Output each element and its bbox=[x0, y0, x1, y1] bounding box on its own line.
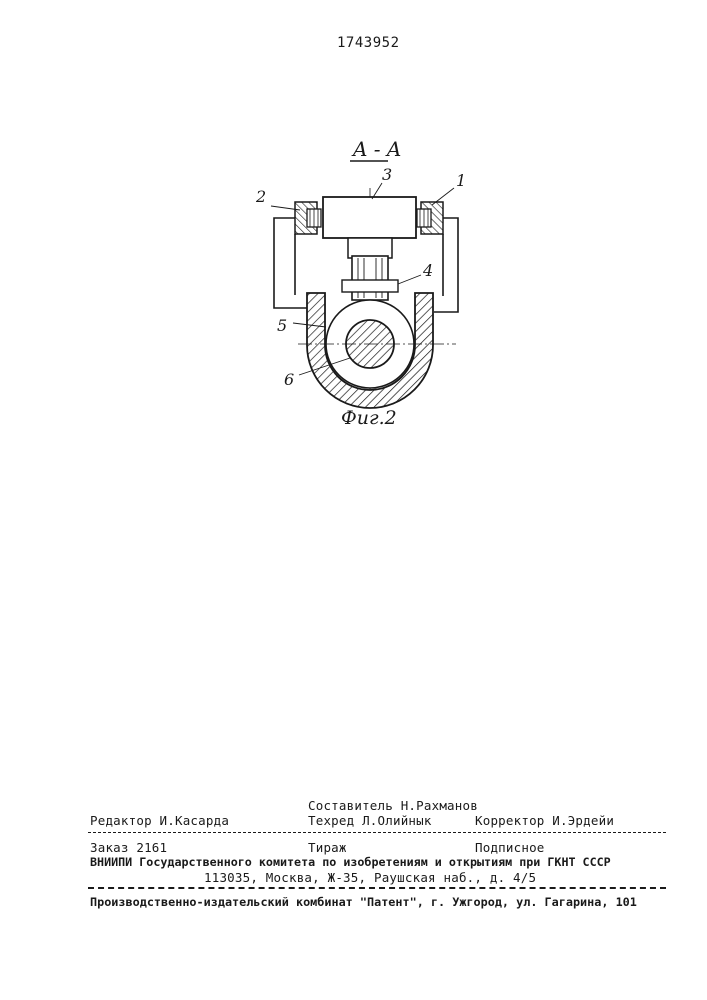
divider-2 bbox=[88, 887, 666, 889]
order-number: Заказ 2161 bbox=[90, 840, 167, 855]
compiler: Составитель Н.Рахманов bbox=[308, 798, 478, 813]
stem bbox=[348, 238, 392, 258]
callout-2: 2 bbox=[255, 187, 266, 206]
address-line: 113035, Москва, Ж-35, Раушская наб., д. … bbox=[204, 870, 536, 885]
section-label: A - A bbox=[351, 137, 401, 161]
callout-4: 4 bbox=[422, 261, 433, 280]
vniipi-line: ВНИИПИ Государственного комитета по изоб… bbox=[90, 855, 611, 869]
divider-1 bbox=[88, 832, 666, 833]
callout-1: 1 bbox=[456, 171, 466, 190]
editor: Редактор И.Касарда bbox=[90, 813, 229, 828]
subscription: Подписное bbox=[475, 840, 545, 855]
callout-3: 3 bbox=[382, 165, 392, 184]
callout-5: 5 bbox=[277, 316, 287, 335]
publisher-line: Производственно-издательский комбинат "П… bbox=[90, 895, 637, 909]
techred: Техред Л.Олийнык bbox=[308, 813, 432, 828]
ribbed-part-4 bbox=[352, 256, 388, 300]
corrector: Корректор И.Эрдейи bbox=[475, 813, 614, 828]
callout-6: 6 bbox=[284, 370, 294, 389]
pin bbox=[342, 280, 398, 292]
print-run: Тираж bbox=[308, 840, 347, 855]
figure-caption: Фиг.2 bbox=[341, 407, 397, 429]
block-3 bbox=[323, 197, 416, 238]
